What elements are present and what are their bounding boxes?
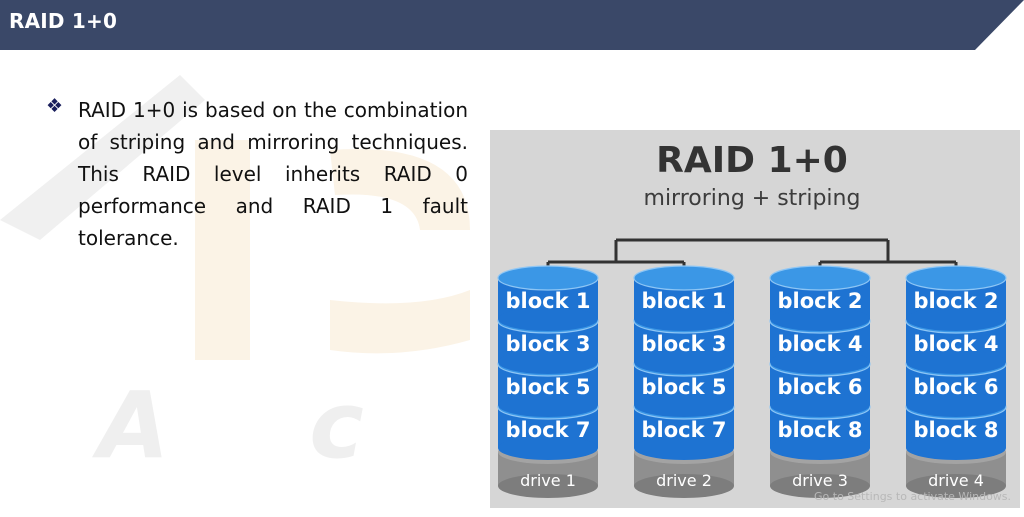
- block-bottom: [770, 307, 870, 331]
- block-bottom: [634, 393, 734, 417]
- block-label: block 4: [914, 332, 999, 356]
- drive-base-bottom: [634, 474, 734, 498]
- connector-lines: [546, 238, 958, 280]
- block-bottom: [906, 436, 1006, 460]
- graduation-cap-watermark-icon: [0, 75, 470, 360]
- block-top: [497, 265, 599, 291]
- block-bottom: [906, 393, 1006, 417]
- block-top: [905, 265, 1007, 291]
- drive-base-bottom: [498, 474, 598, 498]
- block-bottom: [634, 350, 734, 374]
- drive-base-bottom: [770, 474, 870, 498]
- diamond-bullet-icon: ❖: [46, 95, 64, 117]
- drive-base-bottom: [906, 474, 1006, 498]
- diagram-title: RAID 1+0: [656, 140, 848, 181]
- block-label: block 3: [506, 332, 591, 356]
- block-label: block 2: [778, 289, 863, 313]
- slide-header-bar: RAID 1+0: [0, 0, 1024, 50]
- drive-4: block 8 block 6 block 4 block 2 drive 4: [905, 265, 1007, 498]
- windows-activation-note: Go to Settings to activate Windows.: [814, 490, 1012, 503]
- academy-watermark: [0, 60, 520, 500]
- watermark-text: A c a: [98, 372, 620, 479]
- block-label: block 1: [506, 289, 591, 313]
- block-bottom: [770, 436, 870, 460]
- block-bottom: [634, 307, 734, 331]
- diagram-subtitle: mirroring + striping: [643, 186, 861, 211]
- block-bottom: [498, 350, 598, 374]
- block-bottom: [770, 393, 870, 417]
- bullet-text: RAID 1+0 is based on the combination of …: [78, 98, 468, 250]
- block-bottom: [498, 393, 598, 417]
- drive-3: block 8 block 6 block 4 block 2 drive 3: [769, 265, 871, 498]
- block-bottom: [498, 307, 598, 331]
- block-label: block 1: [642, 289, 727, 313]
- block-label: block 2: [914, 289, 999, 313]
- bullet-point: ❖ RAID 1+0 is based on the combination o…: [46, 94, 468, 254]
- block-bottom: [770, 350, 870, 374]
- block-label: block 5: [642, 375, 727, 399]
- drive-2: block 7 block 5 block 3 block 1 drive 2: [633, 265, 735, 498]
- block-label: block 7: [506, 418, 591, 442]
- drive-label: drive 1: [520, 471, 576, 490]
- block-label: block 3: [642, 332, 727, 356]
- block-bottom: [634, 436, 734, 460]
- drive-label: drive 3: [792, 471, 848, 490]
- block-label: block 8: [778, 418, 863, 442]
- block-label: block 8: [914, 418, 999, 442]
- block-label: block 4: [778, 332, 863, 356]
- block-bottom: [498, 436, 598, 460]
- block-bottom: [906, 350, 1006, 374]
- block-label: block 6: [778, 375, 863, 399]
- drive-label: drive 4: [928, 471, 984, 490]
- drive-1: block 7 block 5 block 3 block 1 drive 1: [497, 265, 599, 498]
- block-label: block 5: [506, 375, 591, 399]
- block-top: [633, 265, 735, 291]
- drive-label: drive 2: [656, 471, 712, 490]
- block-bottom: [906, 307, 1006, 331]
- block-label: block 7: [642, 418, 727, 442]
- slide-title: RAID 1+0: [9, 9, 118, 33]
- block-label: block 6: [914, 375, 999, 399]
- block-top: [769, 265, 871, 291]
- header-banner-shape: [0, 0, 1024, 50]
